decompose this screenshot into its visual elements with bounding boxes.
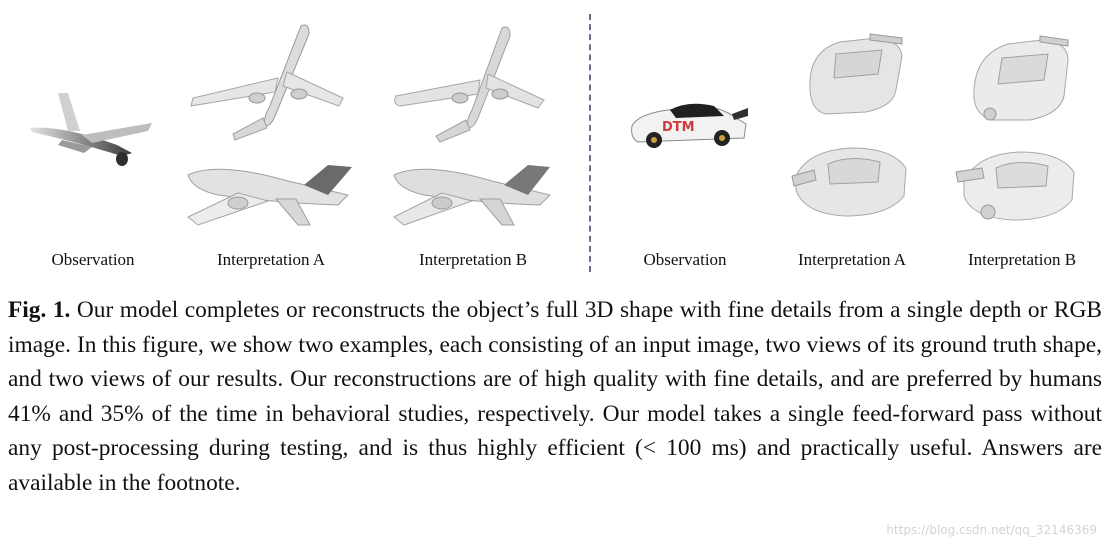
figure-caption-text: Our model completes or reconstructs the …	[8, 297, 1102, 496]
car-icon	[791, 147, 907, 217]
label-right-interpretation-b: Interpretation B	[967, 250, 1077, 269]
car-interpretation-b-top	[964, 30, 1074, 130]
figure-caption: Fig. 1. Our model completes or reconstru…	[8, 293, 1102, 501]
car-icon	[809, 33, 903, 115]
airplane-icon	[190, 24, 344, 141]
figure-caption-label: Fig. 1.	[8, 297, 71, 323]
airplane-depth-icon	[30, 93, 152, 166]
label-right-interpretation-a: Interpretation A	[797, 250, 907, 269]
airplane-icon	[187, 165, 352, 226]
airplane-icon	[393, 165, 551, 226]
airplane-interpretation-b-side	[384, 155, 556, 235]
car-interpretation-a-top	[796, 30, 908, 120]
watermark: https://blog.csdn.net/qq_32146369	[886, 523, 1097, 537]
airplane-observation-image	[22, 85, 162, 180]
car-icon	[973, 35, 1069, 121]
label-right-observation: Observation	[643, 250, 727, 269]
figure-1: DTM Observation In	[22, 14, 1082, 272]
label-left-interpretation-a: Interpretation A	[216, 250, 326, 269]
airplane-interpretation-a-top	[183, 18, 353, 148]
label-left-observation: Observation	[51, 250, 135, 269]
car-decal-text: DTM	[662, 120, 695, 135]
figure-divider	[589, 14, 591, 272]
car-interpretation-b-bottom	[954, 142, 1082, 226]
car-icon	[955, 151, 1075, 221]
airplane-interpretation-b-top	[388, 22, 553, 147]
label-left-interpretation-b: Interpretation B	[418, 250, 528, 269]
car-interpretation-a-bottom	[788, 140, 914, 222]
race-car-icon	[631, 103, 748, 148]
airplane-icon	[394, 26, 545, 143]
airplane-interpretation-a-side	[178, 155, 356, 235]
car-observation-image: DTM	[628, 96, 750, 158]
